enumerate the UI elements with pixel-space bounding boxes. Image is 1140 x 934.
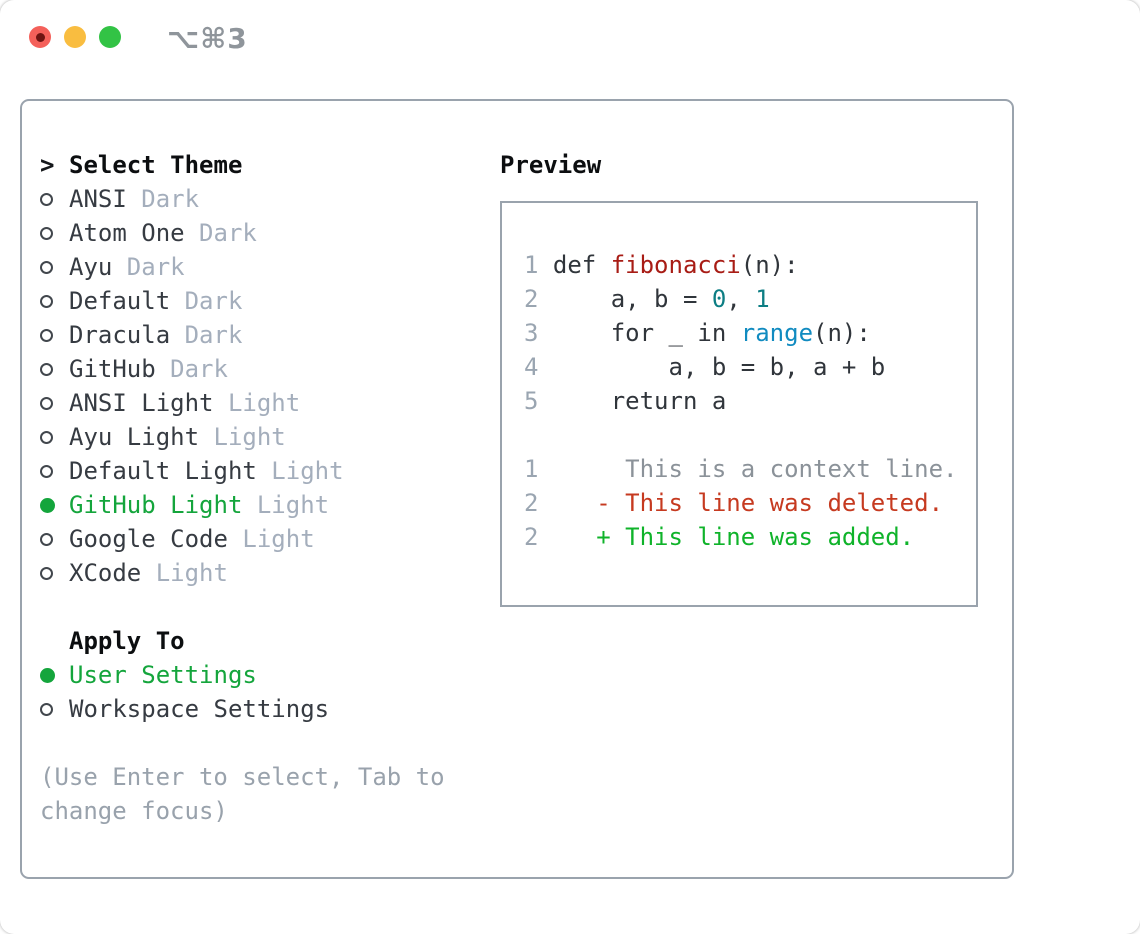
apply-to-option-label: User Settings [69,661,257,689]
preview-title: Preview [500,151,602,179]
theme-option[interactable]: Default Dark [40,284,500,318]
radio-selected-icon [40,497,69,513]
theme-name: Ayu [69,253,127,281]
apply-to-option[interactable]: Workspace Settings [40,692,500,726]
theme-name: GitHub [69,355,171,383]
radio-icon [40,396,69,410]
prompt-caret-icon: > [40,151,55,179]
theme-variant-label: Dark [184,321,243,349]
hint-line: change focus) [40,797,228,825]
diff-line-add: 2 + This line was added. [524,523,915,551]
theme-option[interactable]: GitHub Dark [40,352,500,386]
theme-name: Dracula [69,321,185,349]
minimize-button[interactable] [64,26,86,48]
radio-icon [40,294,69,308]
radio-icon [40,260,69,274]
close-button[interactable] [29,26,51,48]
radio-icon [40,430,69,444]
theme-name: Ayu Light [69,423,214,451]
theme-variant-label: Light [213,423,286,451]
radio-icon [40,464,69,478]
theme-name: ANSI Light [69,389,228,417]
theme-option[interactable]: Atom One Dark [40,216,500,250]
theme-variant-label: Dark [126,253,185,281]
theme-option[interactable]: Google Code Light [40,522,500,556]
code-line: 1 def fibonacci(n): [524,251,799,279]
code-line: 5 return a [524,387,727,415]
radio-icon [40,566,69,580]
select-theme-title: Select Theme [69,151,243,179]
apply-to-option-label: Workspace Settings [69,695,330,723]
apply-to-option[interactable]: User Settings [40,658,500,692]
theme-variant-label: Light [242,525,315,553]
theme-option[interactable]: Default Light Light [40,454,500,488]
theme-name: ANSI [69,185,142,213]
window-titlebar: ⌥⌘3 [0,0,1140,75]
theme-option[interactable]: Dracula Dark [40,318,500,352]
theme-name: Default [69,287,185,315]
select-theme-header: > Select Theme [40,148,500,182]
radio-icon [40,532,69,546]
radio-icon [40,226,69,240]
theme-option[interactable]: ANSI Dark [40,182,500,216]
theme-variant-label: Dark [184,287,243,315]
diff-preview: 1 This is a context line. 2 - This line w… [524,452,962,554]
maximize-button[interactable] [99,26,121,48]
preview-header: Preview [500,148,1012,182]
theme-name: XCode [69,559,156,587]
radio-icon [40,192,69,206]
theme-variant-label: Dark [141,185,200,213]
theme-variant-label: Light [256,491,330,519]
code-line: 3 for _ in range(n): [524,319,871,347]
hint-text: (Use Enter to select, Tab to change focu… [40,760,500,828]
code-line: 4 a, b = b, a + b [524,353,886,381]
theme-option[interactable]: XCode Light [40,556,500,590]
theme-option[interactable]: Ayu Light Light [40,420,500,454]
code-preview: 1 def fibonacci(n): 2 a, b = 0, 1 3 for _ … [524,248,962,418]
theme-name: Google Code [69,525,243,553]
theme-variant-label: Light [155,559,228,587]
diff-line-ctx: 1 This is a context line. [524,455,958,483]
spacer [40,590,500,624]
apply-to-header: Apply To [40,624,500,658]
theme-option[interactable]: GitHub Light Light [40,488,500,522]
close-modified-dot [35,32,45,42]
theme-variant-label: Light [227,389,301,417]
apply-to-title: Apply To [69,627,185,655]
radio-icon [40,328,69,342]
theme-variant-label: Light [271,457,344,485]
window-title: ⌥⌘3 [167,22,248,55]
theme-name: GitHub Light [69,491,257,519]
hint-line: (Use Enter to select, Tab to [40,763,445,791]
spacer [524,418,962,452]
theme-variant-label: Dark [170,355,228,383]
radio-icon [40,702,69,716]
code-line: 2 a, b = 0, 1 [524,285,770,313]
preview-column: Preview 1 def fibonacci(n): 2 a, b = 0, 1… [500,148,1012,607]
radio-icon [40,362,69,376]
theme-name: Atom One [69,219,200,247]
theme-option[interactable]: Ayu Dark [40,250,500,284]
spacer [40,726,500,760]
theme-option[interactable]: ANSI Light Light [40,386,500,420]
radio-selected-icon [40,667,69,683]
theme-variant-label: Dark [199,219,257,247]
theme-name: Default Light [69,457,272,485]
preview-box: 1 def fibonacci(n): 2 a, b = 0, 1 3 for _ … [500,201,978,607]
diff-line-del: 2 - This line was deleted. [524,489,944,517]
